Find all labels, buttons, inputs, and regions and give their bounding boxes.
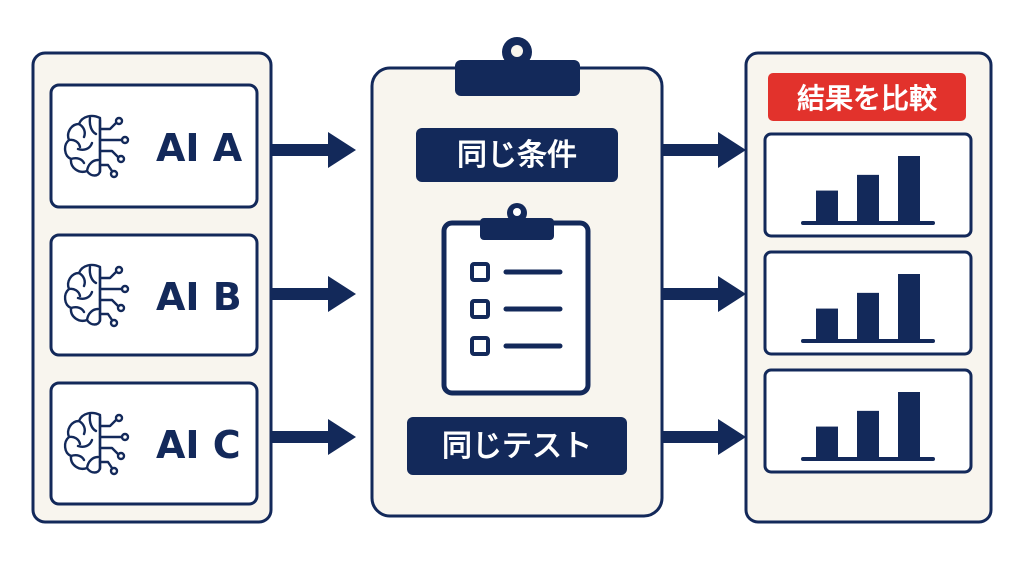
chart-bar (857, 174, 879, 222)
ai-label: AI C (156, 423, 241, 467)
arrow-right-icon (662, 419, 746, 455)
ai-label: AI A (156, 126, 243, 170)
checkbox-icon (470, 299, 490, 319)
clipboard-clip-icon (455, 37, 580, 96)
bar-chart-icon (801, 274, 935, 343)
checkbox-icon (470, 262, 490, 282)
ai-label: AI B (156, 275, 242, 319)
arrow-right-icon (662, 276, 746, 312)
chart-bar (857, 410, 879, 458)
result-card (763, 250, 973, 356)
arrow-right-icon (272, 419, 356, 455)
ai-card-c: AI C (49, 381, 259, 506)
svg-text:結果を比較: 結果を比較 (797, 82, 938, 115)
arrow-right-icon (662, 132, 746, 168)
arrow-right-icon (272, 132, 356, 168)
result-card (763, 368, 973, 474)
chart-bar (816, 308, 838, 340)
checklist-clipboard-icon (441, 203, 591, 396)
svg-text:同じテスト: 同じテスト (442, 429, 592, 464)
svg-text:同じ条件: 同じ条件 (457, 138, 577, 173)
result-card (763, 132, 973, 238)
chart-bar (898, 274, 920, 340)
ai-card-b: AI B (49, 233, 259, 357)
chart-bar (857, 292, 879, 340)
bar-chart-icon (801, 156, 935, 225)
chart-bar (816, 426, 838, 458)
ai-card-a: AI A (49, 83, 259, 209)
chart-bar (898, 156, 920, 222)
checkbox-icon (470, 336, 490, 356)
same-conditions-label: 同じ条件 (416, 128, 618, 182)
same-test-label: 同じテスト (407, 417, 627, 475)
chart-bar (816, 190, 838, 222)
compare-results-badge: 結果を比較 (768, 73, 966, 121)
chart-bar (898, 392, 920, 458)
arrow-right-icon (272, 276, 356, 312)
bar-chart-icon (801, 392, 935, 461)
